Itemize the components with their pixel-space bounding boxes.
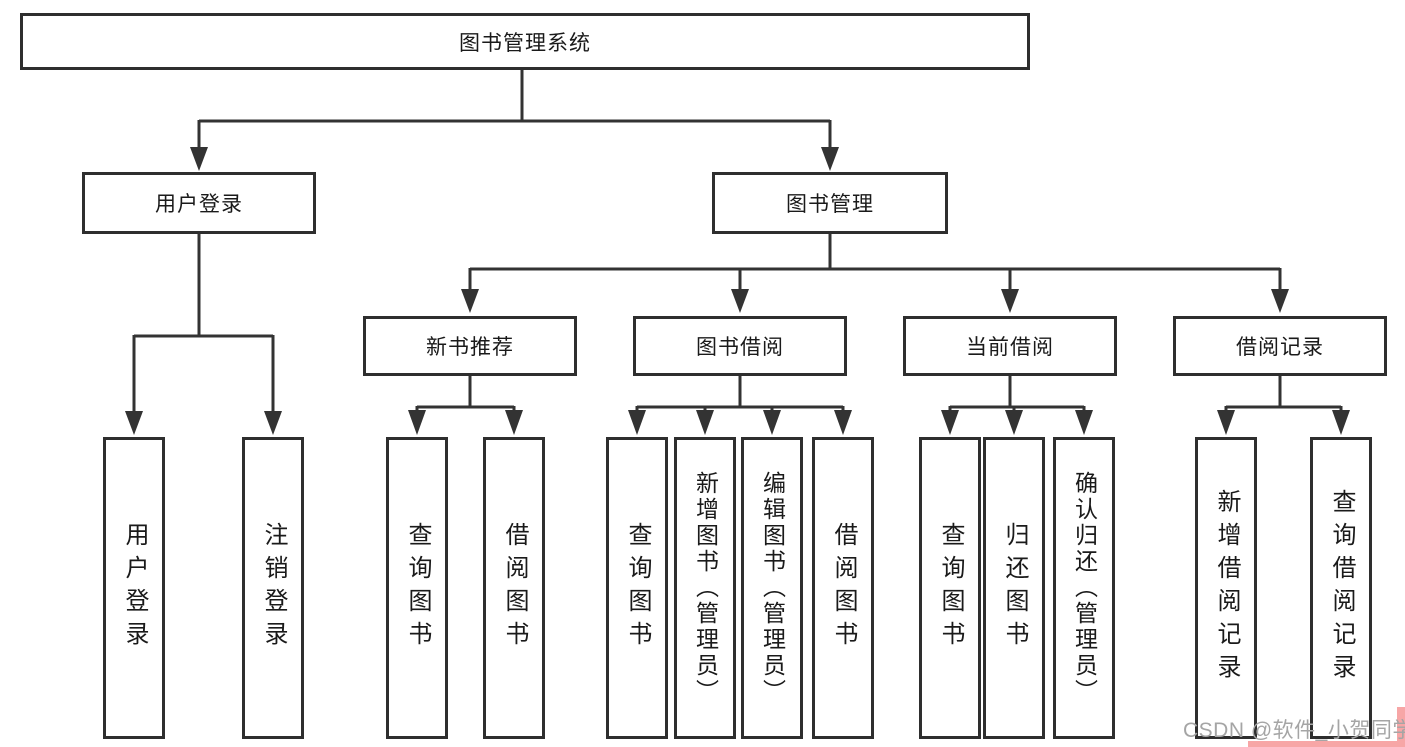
leaf-user-login: 用户登录 xyxy=(103,437,165,739)
node-new-book-recommend: 新书推荐 xyxy=(363,316,577,376)
node-current-borrow: 当前借阅 xyxy=(903,316,1117,376)
node-book-management: 图书管理 xyxy=(712,172,948,234)
leaf-borrow-query-books: 查询图书 xyxy=(606,437,668,739)
node-root: 图书管理系统 xyxy=(20,13,1030,70)
node-new-book-recommend-label: 新书推荐 xyxy=(426,336,514,359)
leaf-add-borrow-record-label: 新增借阅记录 xyxy=(1213,489,1240,687)
leaf-borrow-query-books-label: 查询图书 xyxy=(624,522,651,654)
leaf-edit-books-admin-label: 编辑图书（管理员） xyxy=(759,471,786,705)
leaf-return-books-label: 归还图书 xyxy=(1001,522,1028,654)
node-user-login-label: 用户登录 xyxy=(155,193,243,216)
leaf-add-borrow-record: 新增借阅记录 xyxy=(1195,437,1257,739)
leaf-recommend-borrow-books: 借阅图书 xyxy=(483,437,545,739)
leaf-confirm-return-admin: 确认归还（管理员） xyxy=(1053,437,1115,739)
node-borrow-records-label: 借阅记录 xyxy=(1236,336,1324,359)
leaf-return-books: 归还图书 xyxy=(983,437,1045,739)
leaf-add-books-admin-label: 新增图书（管理员） xyxy=(692,471,719,705)
leaf-recommend-query-books-label: 查询图书 xyxy=(404,522,431,654)
watermark-accent-right xyxy=(1397,707,1405,747)
node-root-label: 图书管理系统 xyxy=(459,31,591,55)
leaf-logout-label: 注销登录 xyxy=(260,522,287,654)
leaf-borrow-books-label: 借阅图书 xyxy=(830,522,857,654)
leaf-current-query-books-label: 查询图书 xyxy=(937,522,964,654)
leaf-logout: 注销登录 xyxy=(242,437,304,739)
leaf-recommend-query-books: 查询图书 xyxy=(386,437,448,739)
node-borrow-records: 借阅记录 xyxy=(1173,316,1387,376)
leaf-recommend-borrow-books-label: 借阅图书 xyxy=(501,522,528,654)
node-current-borrow-label: 当前借阅 xyxy=(966,336,1054,359)
leaf-add-books-admin: 新增图书（管理员） xyxy=(674,437,736,739)
leaf-confirm-return-admin-label: 确认归还（管理员） xyxy=(1071,471,1098,705)
csdn-watermark: CSDN @软件_小贺同学 xyxy=(1183,719,1405,742)
leaf-user-login-label: 用户登录 xyxy=(121,522,148,654)
node-book-borrow-label: 图书借阅 xyxy=(696,336,784,359)
leaf-borrow-books: 借阅图书 xyxy=(812,437,874,739)
leaf-edit-books-admin: 编辑图书（管理员） xyxy=(741,437,803,739)
arrowheads xyxy=(125,147,1350,435)
node-book-management-label: 图书管理 xyxy=(786,193,874,216)
leaf-query-borrow-record-label: 查询借阅记录 xyxy=(1328,489,1355,687)
node-book-borrow: 图书借阅 xyxy=(633,316,847,376)
leaf-current-query-books: 查询图书 xyxy=(919,437,981,739)
watermark-accent-bottom xyxy=(1248,741,1405,747)
node-user-login: 用户登录 xyxy=(82,172,316,234)
leaf-query-borrow-record: 查询借阅记录 xyxy=(1310,437,1372,739)
